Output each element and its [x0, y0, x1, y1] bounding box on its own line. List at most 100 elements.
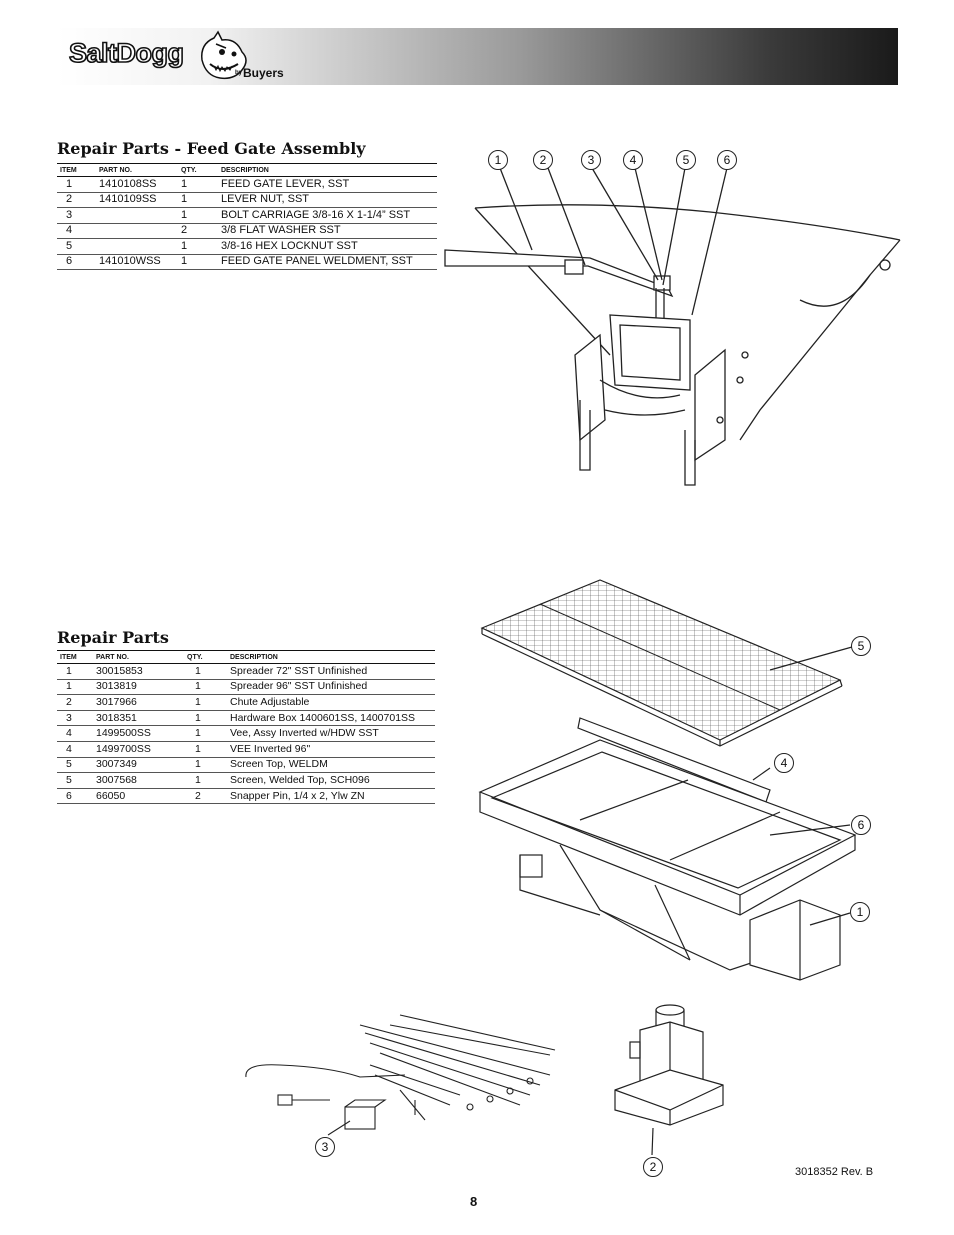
col-header-qty: QTY.: [181, 163, 221, 177]
callout-6: 6: [717, 150, 737, 170]
col-header-description: DESCRIPTION: [230, 650, 435, 664]
part-no-cell: 3007349: [96, 757, 187, 774]
item-cell: 1: [57, 663, 96, 680]
qty-cell: 1: [181, 192, 221, 208]
part-no-cell: 3007568: [96, 772, 187, 789]
part-no-cell: 141010WSS: [99, 254, 181, 270]
qty-cell: 2: [187, 788, 230, 805]
brand-company: Buyers: [243, 66, 284, 80]
item-cell: 3: [57, 710, 96, 727]
brand-logo: SaltDogg: [68, 37, 185, 69]
part-no-cell: 3013819: [96, 679, 187, 696]
description-cell: Screen, Welded Top, SCH096: [230, 772, 435, 789]
description-cell: Hardware Box 1400601SS, 1400701SS: [230, 710, 435, 727]
item-cell: 5: [57, 238, 99, 255]
callout-4: 4: [623, 150, 643, 170]
part-no-cell: 3018351: [96, 710, 187, 727]
callout-1: 1: [850, 902, 870, 922]
qty-cell: 1: [187, 694, 230, 711]
qty-cell: 1: [187, 725, 230, 742]
item-cell: 6: [57, 788, 96, 805]
qty-cell: 1: [187, 741, 230, 758]
feed-gate-diagram: [444, 167, 901, 486]
qty-cell: 1: [181, 176, 221, 193]
brand-by: by: [235, 70, 243, 76]
description-cell: 3/8 FLAT WASHER SST: [221, 223, 437, 239]
description-cell: Screen Top, WELDM: [230, 757, 435, 774]
description-cell: VEE Inverted 96": [230, 741, 435, 758]
col-header-qty: QTY.: [187, 650, 230, 664]
callout-2: 2: [643, 1157, 663, 1177]
description-cell: 3/8-16 HEX LOCKNUT SST: [221, 238, 437, 255]
item-cell: 2: [57, 192, 99, 208]
part-no-cell: [99, 238, 181, 255]
col-header-description: DESCRIPTION: [221, 163, 437, 177]
callout-5: 5: [851, 636, 871, 656]
col-header-item: ITEM: [57, 163, 99, 177]
callout-3: 3: [315, 1137, 335, 1157]
description-cell: Snapper Pin, 1/4 x 2, Ylw ZN: [230, 788, 435, 805]
description-cell: FEED GATE PANEL WELDMENT, SST: [221, 254, 437, 270]
description-cell: Spreader 72" SST Unfinished: [230, 663, 435, 680]
table-header-row: ITEM PART NO. QTY. DESCRIPTION: [57, 163, 437, 177]
item-cell: 6: [57, 254, 99, 270]
spreader-diagram: [478, 579, 857, 981]
document-code: 3018352 Rev. B: [795, 1166, 874, 1178]
part-no-cell: 66050: [96, 788, 187, 805]
part-no-cell: 1410109SS: [99, 192, 181, 208]
section-title-feed-gate: Repair Parts - Feed Gate Assembly: [57, 139, 366, 158]
item-cell: 1: [57, 679, 96, 696]
chute-diagram: [614, 1004, 724, 1156]
header-banner: SaltDogg by Buyers: [57, 28, 898, 85]
description-cell: FEED GATE LEVER, SST: [221, 176, 437, 193]
part-no-cell: 30015853: [96, 663, 187, 680]
item-cell: 4: [57, 223, 99, 239]
callout-5: 5: [676, 150, 696, 170]
callout-6: 6: [851, 815, 871, 835]
qty-cell: 1: [187, 710, 230, 727]
qty-cell: 1: [187, 663, 230, 680]
description-cell: Chute Adjustable: [230, 694, 435, 711]
qty-cell: 2: [181, 223, 221, 239]
part-no-cell: 3017966: [96, 694, 187, 711]
qty-cell: 1: [187, 772, 230, 789]
col-header-part-no: PART NO.: [99, 163, 181, 177]
qty-cell: 1: [181, 254, 221, 270]
part-no-cell: 1499500SS: [96, 725, 187, 742]
item-cell: 4: [57, 741, 96, 758]
callout-1: 1: [488, 150, 508, 170]
section-title-repair-parts: Repair Parts: [57, 628, 169, 647]
qty-cell: 1: [181, 207, 221, 224]
item-cell: 5: [57, 757, 96, 774]
col-header-item: ITEM: [57, 650, 96, 664]
description-cell: Spreader 96" SST Unfinished: [230, 679, 435, 696]
qty-cell: 1: [181, 238, 221, 255]
part-no-cell: [99, 207, 181, 224]
page-number: 8: [470, 1194, 478, 1209]
dog-mascot-icon: [201, 30, 247, 80]
callout-2: 2: [533, 150, 553, 170]
description-cell: LEVER NUT, SST: [221, 192, 437, 208]
item-cell: 1: [57, 176, 99, 193]
qty-cell: 1: [187, 679, 230, 696]
table-header-row: ITEM PART NO. QTY. DESCRIPTION: [57, 650, 435, 664]
item-cell: 4: [57, 725, 96, 742]
item-cell: 2: [57, 694, 96, 711]
